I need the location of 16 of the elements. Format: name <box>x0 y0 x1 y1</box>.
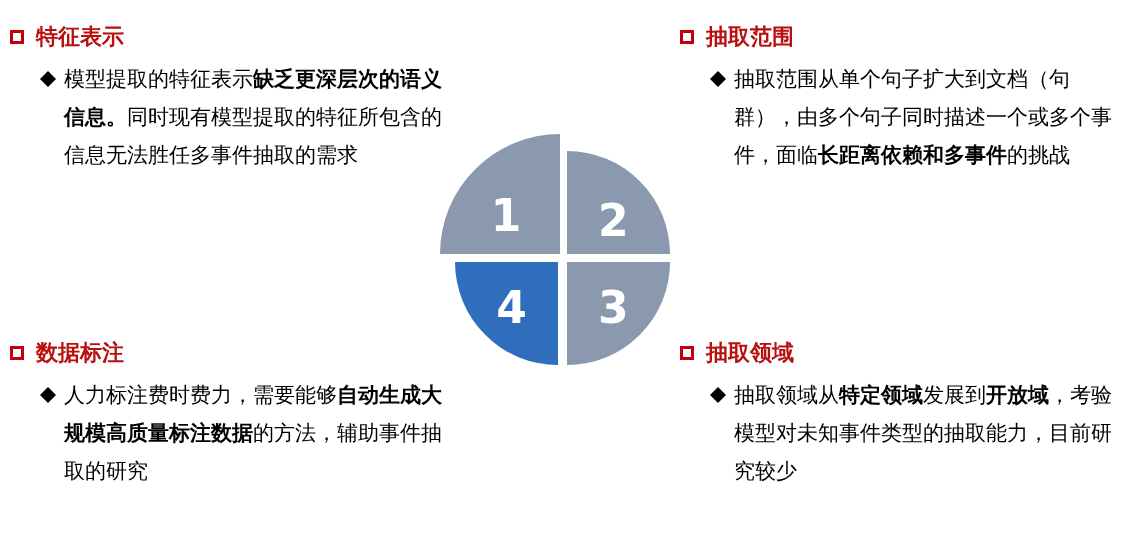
section-heading: 抽取领域 <box>706 339 794 367</box>
pie-quarter <box>567 151 670 254</box>
section-text: 抽取领域从特定领域发展到开放域，考验模型对未知事件类型的抽取能力，目前研究较少 <box>734 382 1113 485</box>
section-text: 抽取范围从单个句子扩大到文档（句群），由多个句子同时描述一个或多个事件，面临长距离依赖和多事件的挑战 <box>734 66 1113 169</box>
section-heading: 抽取范围 <box>706 23 794 51</box>
pie-quarter <box>440 134 560 254</box>
section-text: 模型提取的特征表示缺乏更深层次的语义信息。同时现有模型提取的特征所包含的信息无法胜任多事件抽取的需求 <box>64 66 443 169</box>
section-text: 人力标注费时费力，需要能够自动生成大规模高质量标注数据的方法，辅助事件抽取的研究 <box>64 382 443 485</box>
pie-quarter <box>567 262 670 365</box>
section-heading: 数据标注 <box>36 339 124 367</box>
pie-quarter <box>455 262 558 365</box>
quarter-number: 3 <box>598 286 629 331</box>
quarter-number: 4 <box>496 286 527 331</box>
quarter-number: 1 <box>490 193 522 238</box>
quarter-number: 2 <box>598 199 629 244</box>
section-heading: 特征表示 <box>36 23 124 51</box>
